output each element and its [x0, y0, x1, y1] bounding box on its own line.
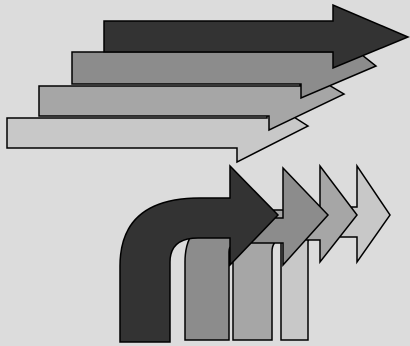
straight-arrow-1: [103, 3, 410, 70]
curved-arrow-1: [119, 164, 280, 343]
curved-arrow-group: [119, 163, 391, 343]
straight-arrow-group: [6, 3, 410, 164]
